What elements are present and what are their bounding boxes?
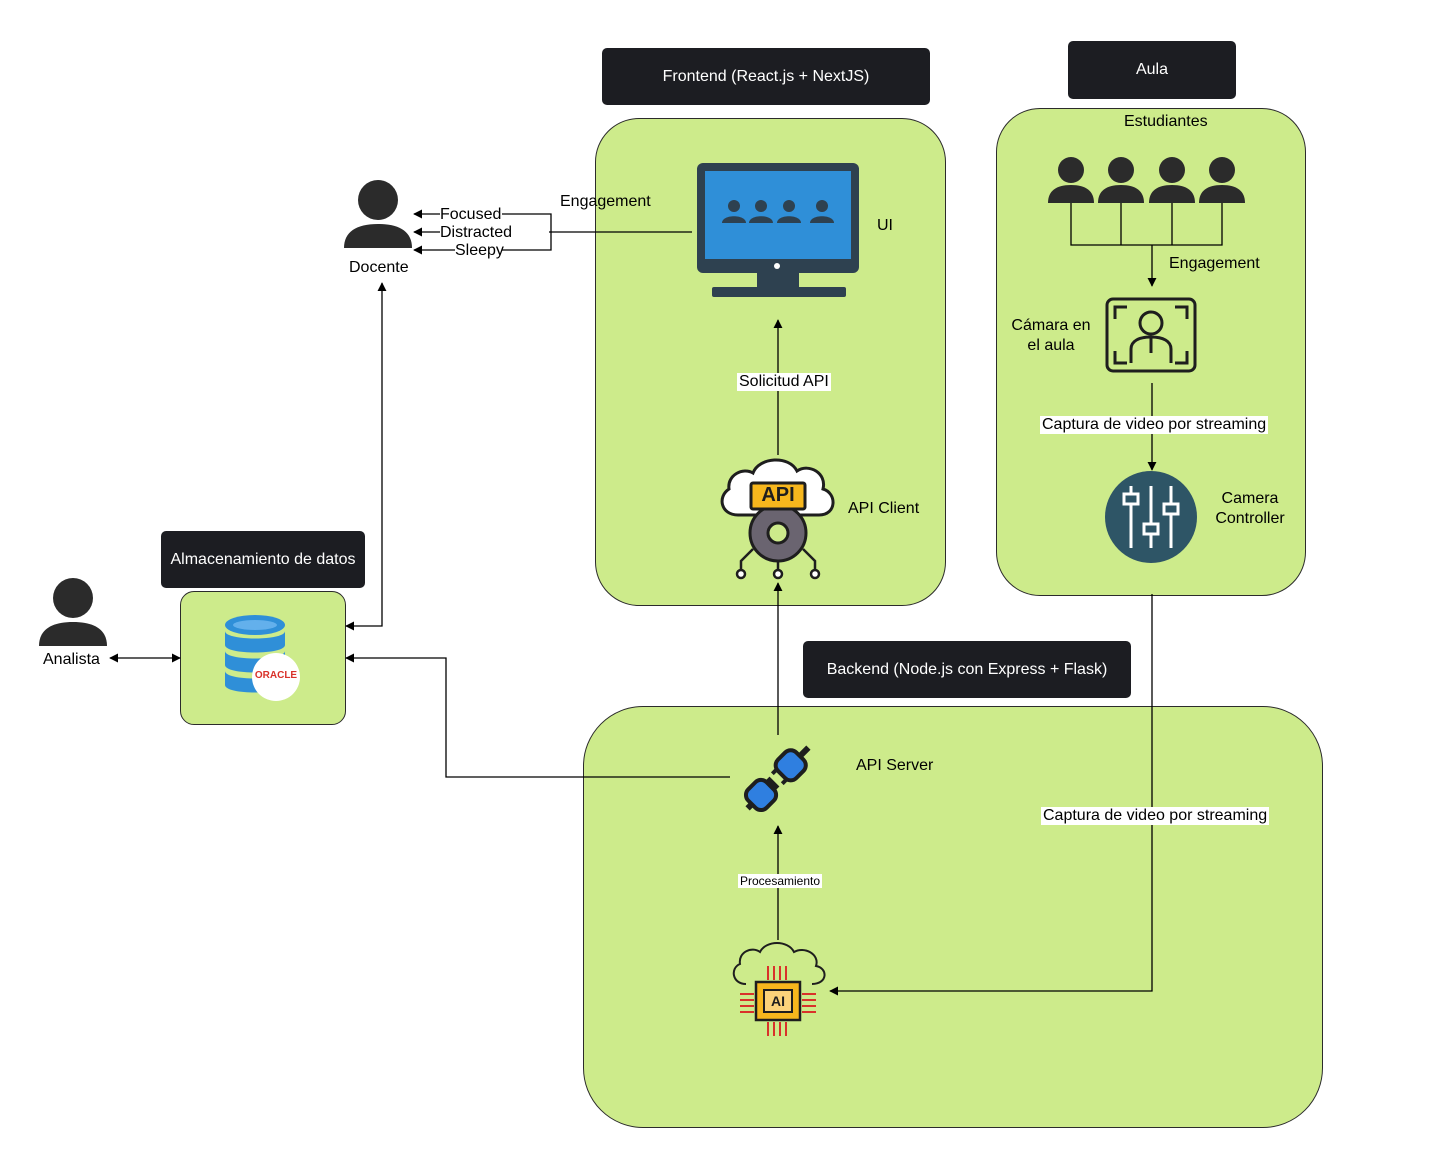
state-focused: Focused bbox=[440, 206, 502, 223]
state-distracted: Distracted bbox=[440, 224, 513, 241]
api-cloud-icon bbox=[720, 458, 835, 580]
camera-icon bbox=[1105, 297, 1197, 373]
engagement-aula-label: Engagement bbox=[1169, 255, 1260, 272]
procesamiento-label: Procesamiento bbox=[738, 874, 823, 888]
captura-label-2: Captura de video por streaming bbox=[1041, 807, 1270, 825]
camara-label: Cámara en el aula bbox=[1011, 317, 1091, 354]
backend-zone bbox=[583, 706, 1323, 1128]
monitor-icon bbox=[697, 163, 859, 297]
engagement-ui-label: Engagement bbox=[560, 193, 651, 210]
oracle-logo: ORACLE bbox=[254, 670, 298, 681]
frontend-header: Frontend (React.js + NextJS) bbox=[602, 48, 930, 105]
controller-ai-arrow bbox=[829, 594, 1153, 996]
students-icon bbox=[1048, 157, 1245, 203]
aula-header: Aula bbox=[1068, 41, 1236, 99]
docente-db-arrow bbox=[345, 282, 387, 631]
api-client-label: API Client bbox=[848, 500, 920, 517]
analista-person-icon bbox=[39, 578, 107, 646]
state-sleepy: Sleepy bbox=[455, 242, 504, 259]
camera-controller-icon bbox=[1105, 471, 1197, 563]
storage-header: Almacenamiento de datos bbox=[161, 531, 365, 588]
students-bracket bbox=[1070, 200, 1223, 246]
plug-icon bbox=[743, 745, 811, 813]
bracket-line bbox=[502, 213, 552, 251]
analista-label: Analista bbox=[43, 651, 100, 668]
solicitud-api-label: Solicitud API bbox=[737, 373, 831, 391]
estudiantes-label: Estudiantes bbox=[1124, 113, 1208, 130]
database-icon bbox=[225, 615, 300, 701]
ui-label: UI bbox=[877, 217, 893, 234]
server-db-arrow bbox=[345, 653, 730, 778]
captura-label-1: Captura de video por streaming bbox=[1040, 416, 1269, 434]
api-server-label: API Server bbox=[856, 757, 934, 774]
ai-chip-text: AI bbox=[771, 993, 785, 1009]
docente-label: Docente bbox=[349, 259, 409, 276]
ai-cloud-icon bbox=[732, 942, 826, 1036]
docente-person-icon bbox=[344, 180, 412, 248]
backend-header: Backend (Node.js con Express + Flask) bbox=[803, 641, 1131, 698]
api-badge-text: API bbox=[761, 484, 795, 506]
camera-controller-label: Camera Controller bbox=[1215, 490, 1285, 527]
